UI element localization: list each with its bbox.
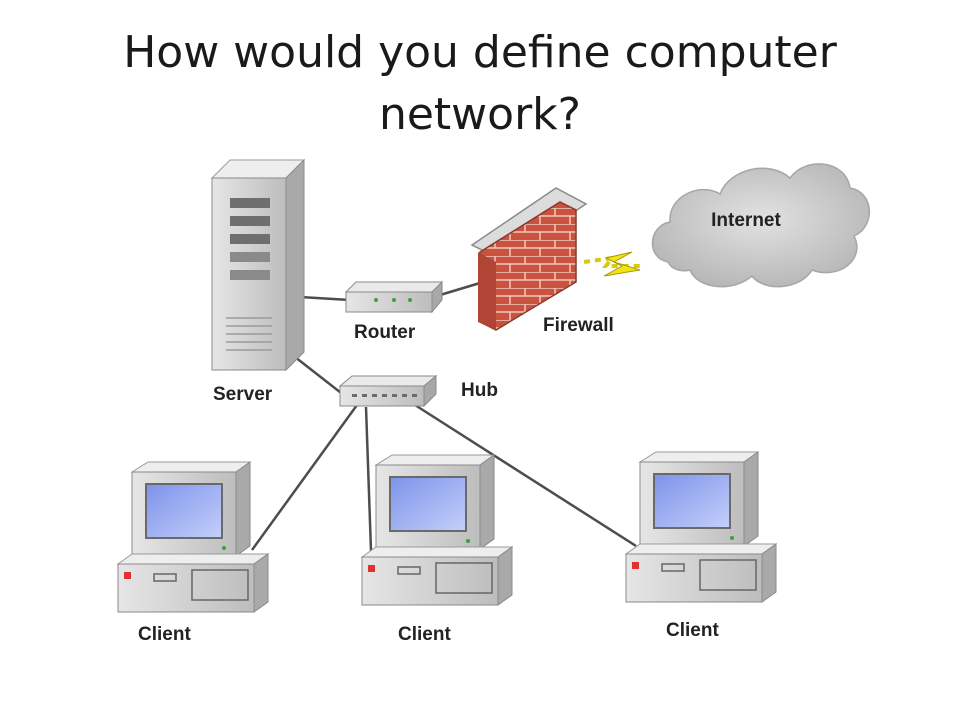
- hub-icon: Hub: [338, 374, 498, 408]
- lightning-icon: [583, 251, 641, 277]
- client-computer-2: Client: [360, 454, 514, 645]
- firewall-icon: Firewall: [470, 187, 614, 336]
- internet-label: Internet: [711, 210, 781, 231]
- connections: [250, 281, 637, 552]
- server-hub-link: [294, 356, 346, 397]
- router-label: Router: [354, 322, 416, 343]
- client-3-label: Client: [666, 620, 719, 641]
- slide-title: How would you define computer network?: [0, 22, 960, 146]
- server-icon: Server: [210, 158, 306, 405]
- client-2-label: Client: [398, 624, 451, 645]
- server-router-link: [299, 295, 351, 302]
- cloud-icon: Internet: [651, 163, 870, 288]
- client-1-label: Client: [138, 624, 191, 645]
- hub-client1-link: [250, 404, 359, 551]
- client-computer-1: Client: [116, 461, 270, 645]
- title-line-2: network?: [378, 89, 582, 140]
- title-line-1: How would you define computer: [123, 27, 837, 78]
- server-label: Server: [213, 384, 273, 405]
- hub-label: Hub: [461, 380, 498, 401]
- router-firewall-link: [439, 281, 481, 297]
- router-icon: Router: [344, 280, 444, 343]
- client-computer-3: Client: [624, 451, 778, 641]
- hub-client3-link: [414, 403, 637, 548]
- hub-client2-link: [364, 406, 373, 552]
- firewall-label: Firewall: [543, 315, 614, 336]
